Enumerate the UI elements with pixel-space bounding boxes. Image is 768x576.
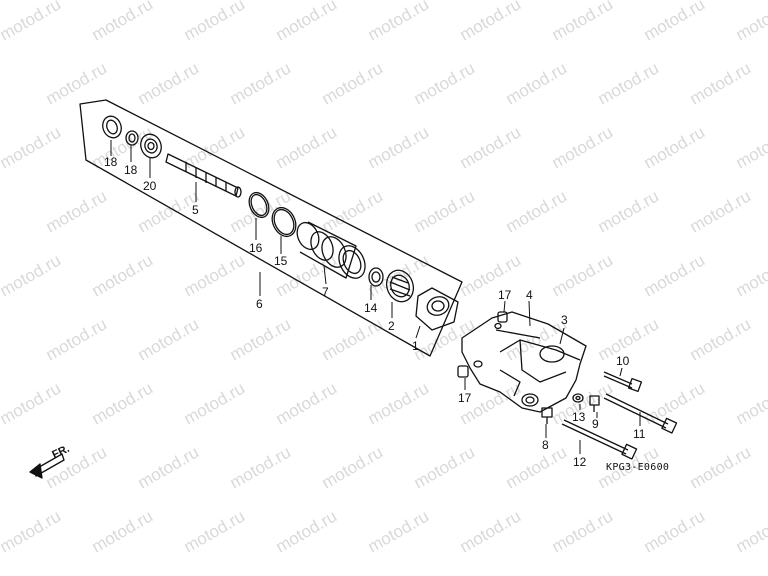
callout-15: 15	[274, 254, 288, 268]
small-seal-icon	[368, 267, 384, 287]
yoke-icon	[415, 287, 459, 331]
callout-11: 11	[633, 427, 646, 441]
dowel-pin-icon	[457, 365, 469, 378]
bearing-icon	[140, 133, 162, 159]
callout-13: 13	[572, 410, 586, 424]
washer-icon	[572, 393, 584, 403]
small-bolt-icon	[589, 395, 600, 412]
bolt-icon	[603, 371, 643, 393]
rubber-boot-icon	[296, 221, 366, 279]
callout-1: 1	[412, 339, 419, 353]
callout-3: 3	[561, 313, 568, 327]
universal-joint-icon	[385, 269, 415, 303]
gear-case-icon	[461, 311, 587, 413]
grease-nipple-icon	[541, 407, 553, 424]
callout-12: 12	[573, 455, 587, 469]
drive-shaft-icon	[165, 153, 242, 198]
circlip-icon	[125, 130, 139, 146]
dowel-pin-icon	[497, 311, 508, 323]
callout-14: 14	[364, 301, 378, 315]
callout-20: 20	[143, 179, 157, 193]
callout-18b: 18	[124, 163, 138, 177]
assembly-outline	[79, 99, 463, 357]
oil-seal-icon	[102, 115, 122, 139]
callout-5: 5	[192, 203, 199, 217]
callout-10: 10	[616, 354, 630, 368]
leader-lines	[110, 140, 641, 454]
callout-17a: 17	[498, 288, 512, 302]
long-bolt-icon	[561, 419, 638, 460]
diagram-code: KPG3-E0600	[606, 462, 670, 473]
callout-numbers: 18 18 20 5 16 15 7 6 14 2 1 17 4 3 17 10…	[104, 155, 646, 469]
callout-17b: 17	[458, 391, 472, 405]
callout-4: 4	[526, 288, 533, 302]
front-direction-arrow-icon	[29, 453, 65, 479]
o-ring-icon	[248, 191, 270, 219]
large-o-ring-icon	[271, 206, 297, 238]
callout-16: 16	[249, 241, 263, 255]
callout-2: 2	[388, 319, 395, 333]
callout-7: 7	[322, 285, 329, 299]
callout-18a: 18	[104, 155, 118, 169]
long-bolt-icon	[603, 393, 678, 434]
callout-8: 8	[542, 438, 549, 452]
callout-9: 9	[592, 417, 599, 431]
callout-6: 6	[256, 297, 263, 311]
